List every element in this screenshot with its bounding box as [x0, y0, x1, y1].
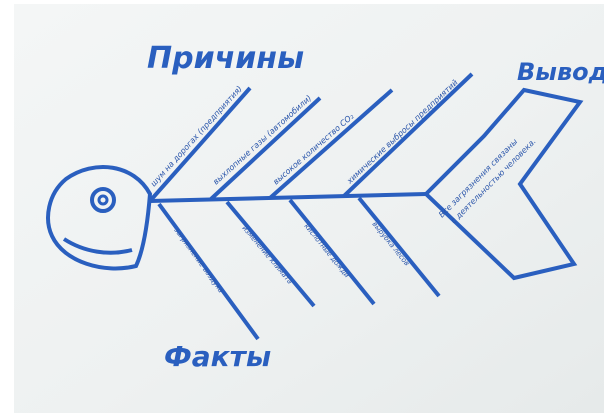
lower-bone-2 — [225, 200, 316, 308]
lower-bone-1 — [157, 202, 260, 341]
title-facts: Факты — [164, 340, 271, 373]
upper-bone-2 — [209, 96, 322, 201]
fish-head — [46, 165, 153, 271]
fish-spine — [149, 192, 427, 203]
upper-bone-3 — [268, 88, 394, 200]
upper-bones — [148, 72, 474, 203]
upper-bone-4 — [342, 72, 474, 198]
lower-bones — [157, 196, 441, 341]
lower-bone-3 — [288, 198, 376, 306]
paper-background — [14, 4, 604, 413]
fish-mouth — [62, 237, 133, 255]
eye-icon — [90, 187, 116, 213]
fish-tail — [423, 87, 584, 281]
title-causes: Причины — [147, 41, 304, 76]
upper-bone-1 — [148, 86, 252, 203]
fishbone-photo: Причины Вывод Факты — [14, 4, 604, 413]
lower-bone-4 — [357, 196, 441, 298]
title-conclusion: Вывод — [517, 58, 604, 86]
